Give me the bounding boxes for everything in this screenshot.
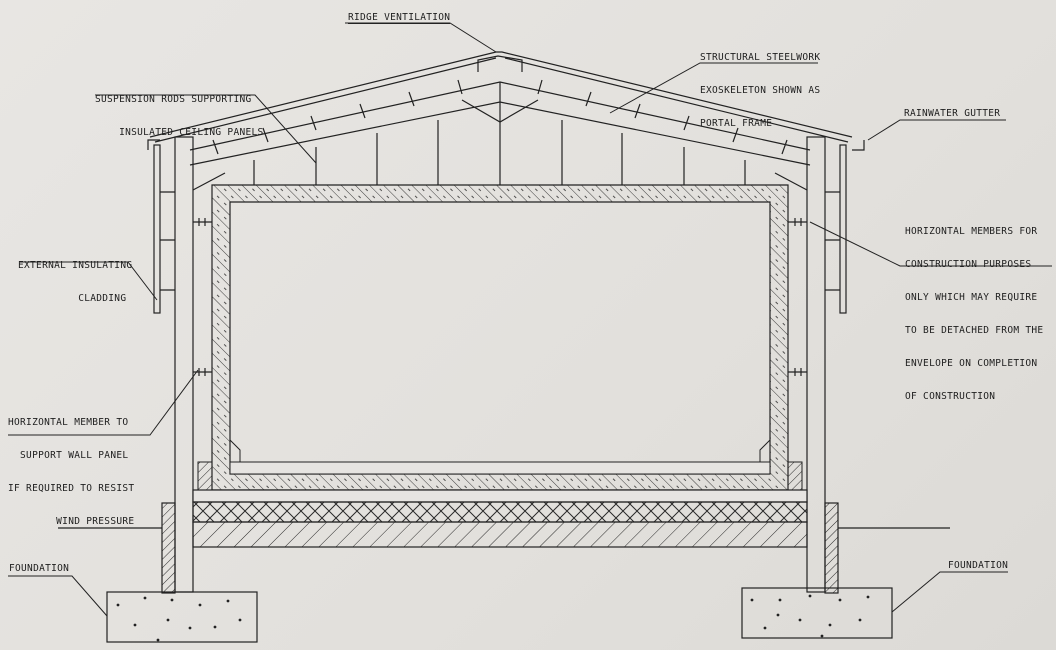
label-line: SUPPORT WALL PANEL [8,450,129,461]
label-line: CLADDING [18,293,127,304]
label-line: OF CONSTRUCTION [905,391,996,402]
label-foundation-right: FOUNDATION [948,560,1009,571]
label-line: EXTERNAL INSULATING [18,260,133,271]
floor-slab [58,489,950,594]
label-rainwater-gutter: RAINWATER GUTTER [904,108,1001,119]
label-line: ONLY WHICH MAY REQUIRE [905,292,1038,303]
insulated-envelope [197,184,803,491]
label-line: TO BE DETACHED FROM THE [905,325,1044,336]
label-line: STRUCTURAL STEELWORK [700,52,821,63]
label-suspension-rods: SUSPENSION RODS SUPPORTING INSULATED CEI… [95,72,264,149]
label-line: WIND PRESSURE [8,516,135,527]
label-foundation-left: FOUNDATION [9,563,70,574]
portal-frame [147,51,865,593]
label-line: HORIZONTAL MEMBERS FOR [905,226,1038,237]
label-line: SUSPENSION RODS SUPPORTING [95,94,252,105]
label-horizontal-member-wall: HORIZONTAL MEMBER TO SUPPORT WALL PANEL … [8,395,134,538]
label-line: ENVELOPE ON COMPLETION [905,358,1038,369]
label-horizontal-members: HORIZONTAL MEMBERS FOR CONSTRUCTION PURP… [905,204,1043,413]
label-line: IF REQUIRED TO RESIST [8,483,135,494]
label-external-cladding: EXTERNAL INSULATING CLADDING [18,238,132,315]
label-line: HORIZONTAL MEMBER TO [8,417,129,428]
leader-lines [8,22,1052,617]
label-line: CONSTRUCTION PURPOSES [905,259,1032,270]
label-line: EXOSKELETON SHOWN AS [700,85,821,96]
label-line: PORTAL FRAME [700,118,773,129]
label-line: INSULATED CEILING PANELS [95,127,264,138]
foundations [106,587,893,643]
label-structural-steelwork: STRUCTURAL STEELWORK EXOSKELETON SHOWN A… [700,30,820,140]
label-ridge-ventilation: RIDGE VENTILATION [348,12,451,24]
